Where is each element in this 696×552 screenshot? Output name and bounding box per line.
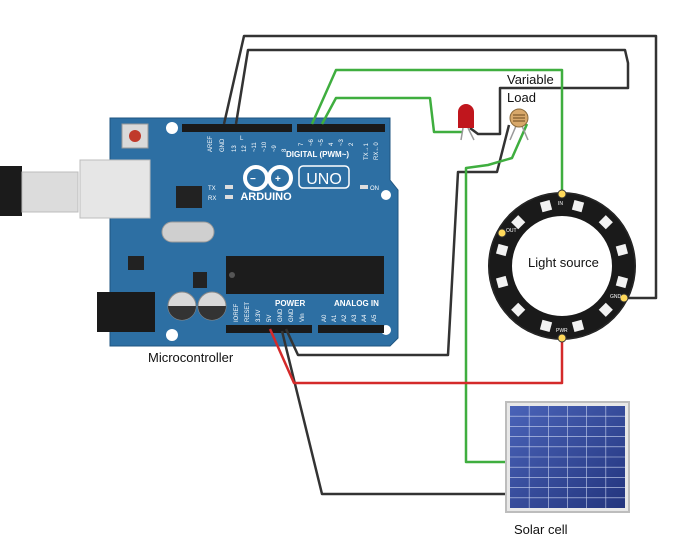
svg-text:+: + <box>275 174 281 185</box>
pin-label: A3 <box>352 314 358 322</box>
usb-cable <box>0 166 79 216</box>
ring-pin-label: OUT <box>506 228 517 234</box>
pin-label: Vin <box>300 313 306 322</box>
wire-pin12-to-led <box>234 48 630 136</box>
board-led-label: RX <box>208 196 216 202</box>
mount-hole <box>166 329 178 341</box>
board-on-label: ON <box>370 186 379 192</box>
ring-led-pixel <box>495 243 509 257</box>
board-model: UNO <box>306 171 342 188</box>
ring-led-pixel <box>571 199 585 213</box>
microcontroller-label: Microcontroller <box>148 350 234 365</box>
pin-label: A1 <box>332 314 338 322</box>
solar-cell-label: Solar cell <box>514 522 568 537</box>
digital-header-label: DIGITAL (PWM~) <box>286 150 349 159</box>
power-header-label: POWER <box>275 299 305 308</box>
ring-pin-label: IN <box>558 201 563 207</box>
ring-led-pixel <box>615 243 629 257</box>
ring-pin-label: GND <box>610 294 622 300</box>
atmega-chip <box>226 256 384 294</box>
wire-pin6-to-ring-in <box>310 68 564 195</box>
arduino-board: − + UNO ARDUINO L TX RX ON DIGITAL (PWM~… <box>79 117 399 347</box>
red-led <box>458 104 475 141</box>
pin-label: 4 <box>329 142 335 146</box>
pin-label: A4 <box>362 314 368 322</box>
wire-load-to-solar <box>464 123 529 464</box>
pin-label: ~6 <box>309 138 315 146</box>
variable-load <box>509 108 529 141</box>
pin-label: ~3 <box>339 138 345 146</box>
board-brand: ARDUINO <box>240 191 292 203</box>
board-led-label: L <box>240 136 244 142</box>
pin-label: RESET <box>245 302 251 322</box>
svg-text:−: − <box>250 174 256 185</box>
pin-label: ~11 <box>252 142 258 152</box>
pin-label: ~10 <box>262 141 268 152</box>
pin-label: 12 <box>242 145 248 152</box>
solar-grid <box>510 406 625 508</box>
ring-led-pixel <box>511 302 526 317</box>
solar-cell <box>505 401 630 513</box>
light-source-label: Light source <box>528 255 599 270</box>
pin-label: RX←0 <box>374 142 380 160</box>
analog-header <box>318 325 384 333</box>
pin-label: ~5 <box>319 138 325 146</box>
pin-label: TX→1 <box>364 142 370 160</box>
mount-hole <box>381 190 391 200</box>
ring-led-pixel <box>598 302 613 317</box>
pin-label: 2 <box>349 142 355 146</box>
pin-label: A2 <box>342 314 348 322</box>
usb-port <box>79 159 151 219</box>
ring-led-pixel <box>539 199 553 213</box>
pin-label: ~9 <box>272 144 278 152</box>
crystal <box>161 221 215 243</box>
pin-label: 7 <box>299 142 305 146</box>
ring-pin-label: PWR <box>556 328 568 334</box>
pin-label: 5V <box>267 315 273 322</box>
digital-header-left <box>182 124 292 132</box>
board-led-label: TX <box>208 186 216 192</box>
mount-hole <box>166 122 178 134</box>
pin-label: 3.3V <box>256 310 262 322</box>
pin-label: 13 <box>232 145 238 152</box>
ring-led-pixel <box>598 215 613 230</box>
pin-label: GND <box>220 138 226 152</box>
digital-header-right <box>297 124 385 132</box>
variable-load-label: Load <box>507 90 536 105</box>
variable-load-label: Variable <box>507 72 554 87</box>
ring-led-pixel <box>615 275 629 289</box>
pin-label: GND <box>278 308 284 322</box>
ring-pin-in <box>557 189 567 199</box>
pin-label: A0 <box>322 314 328 322</box>
wires <box>222 34 658 496</box>
ring-pin-gnd <box>619 293 629 303</box>
power-header <box>226 325 312 333</box>
pin-label: IOREF <box>234 303 240 322</box>
ring-pixels <box>495 199 629 333</box>
pin-label: 8 <box>282 148 288 152</box>
arduino-logo: − + <box>243 165 293 191</box>
ring-pin-out <box>497 228 507 238</box>
power-jack <box>97 292 155 332</box>
ring-pin-pwr <box>557 333 567 343</box>
wire-pin5-to-led <box>320 96 462 134</box>
wire-load-to-gnd <box>284 124 511 357</box>
reset-button <box>129 130 141 142</box>
wire-5v-to-ring-pwr <box>268 328 564 385</box>
led-ring: IN OUT PWR GND <box>488 189 636 343</box>
pin-label: GND <box>289 308 295 322</box>
wire-gnd-to-ring <box>222 34 658 300</box>
pin-label: A5 <box>372 314 378 322</box>
ring-led-pixel <box>539 319 553 333</box>
ring-led-pixel <box>511 215 526 230</box>
ring-led-pixel <box>571 319 585 333</box>
analog-header-label: ANALOG IN <box>334 299 379 308</box>
wire-gnd-to-solar <box>280 330 508 496</box>
pin-label: AREF <box>208 136 214 152</box>
ring-led-pixel <box>495 275 509 289</box>
